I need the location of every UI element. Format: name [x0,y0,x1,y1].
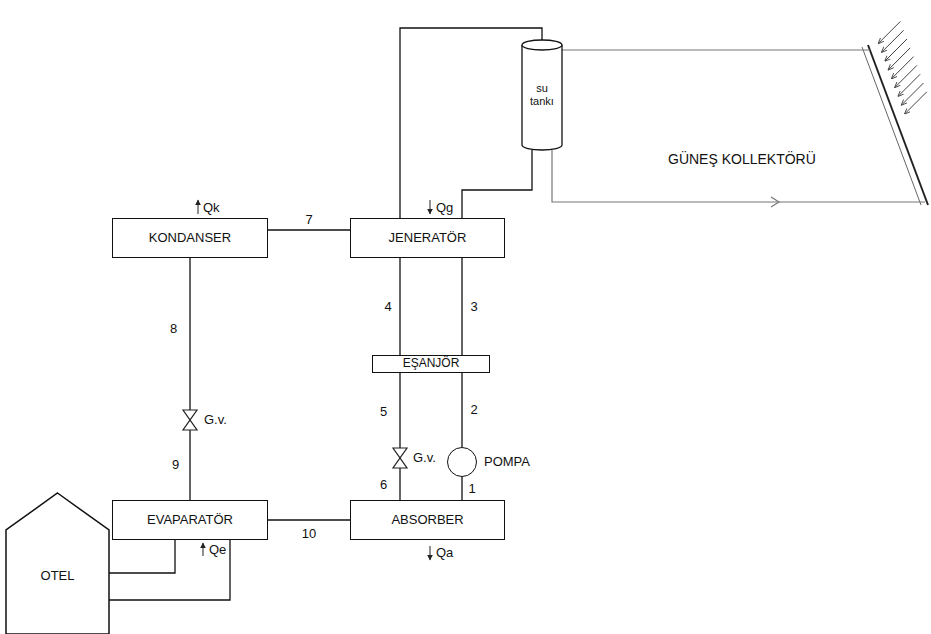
water-tank: su tankı [522,40,562,150]
node-label: su tankı [525,82,559,107]
valve-label: G.v. [413,451,436,465]
sun-ray [902,83,924,105]
process-box: JENERATÖR [350,218,505,258]
state-number: 6 [380,478,387,492]
pump-circle: POMPA [447,447,477,477]
process-box: KONDANSER [112,218,268,258]
collector-pipe [552,150,925,202]
heat-exchanger-box: EŞANJÖR [372,355,490,373]
sun-ray [905,92,927,114]
valve-symbol [393,448,407,468]
valve-symbol [183,410,197,430]
heat-label: Qe [209,543,226,557]
state-number: 3 [468,299,479,313]
valve-label: G.v. [204,413,227,427]
heat-arrow [430,200,431,214]
house-outline [5,492,110,632]
sun-ray [895,65,917,87]
node-label: KONDANSER [149,231,231,246]
node-label: OTEL [41,569,75,584]
pipe-line [109,540,230,600]
pipe-line [461,258,462,355]
collector-label: GÜNEŞ KOLLEKTÖRÜ [668,152,816,167]
sun-ray [892,57,914,79]
collector-pipe [562,49,870,50]
state-number: 5 [380,405,387,419]
state-number: 8 [170,322,177,336]
pipe-line [268,519,350,520]
sun-ray [878,21,900,43]
state-number: 1 [466,481,477,495]
state-number: 7 [303,213,314,227]
sun-ray [885,39,907,61]
sun-ray [888,48,910,70]
heat-label: Qk [203,201,220,215]
sun-rays [878,21,926,113]
pipe-line [399,258,400,355]
heat-label: Qa [436,546,453,560]
state-number: 9 [172,458,179,472]
sun-ray [882,30,904,52]
state-number: 2 [468,403,479,417]
sun-ray [898,74,920,96]
pipe-line [461,477,462,500]
node-label: JENERATÖR [389,231,467,246]
hotel-house: OTEL [5,492,110,632]
node-label: POMPA [484,455,530,470]
process-box: ABSORBER [350,500,505,540]
heat-arrow [203,543,204,556]
heat-arrow [430,546,431,560]
node-label: ABSORBER [391,513,463,528]
node-label: EVAPARATÖR [147,513,233,528]
pipe-line [109,540,175,573]
pipe-line [400,28,542,218]
pipe-line [462,150,532,218]
collector-plate [862,47,921,205]
heat-label: Qg [436,201,453,215]
pipe-line [268,229,350,230]
state-number: 10 [300,527,318,541]
pipe-line [189,258,190,500]
node-label: EŞANJÖR [403,357,460,371]
pipe-line [399,373,400,500]
flow-arrow [771,197,779,207]
collector-plate [868,45,928,205]
state-number: 4 [382,299,393,313]
heat-arrow [198,200,199,214]
process-box: EVAPARATÖR [112,500,268,540]
pipe-line [461,373,462,447]
